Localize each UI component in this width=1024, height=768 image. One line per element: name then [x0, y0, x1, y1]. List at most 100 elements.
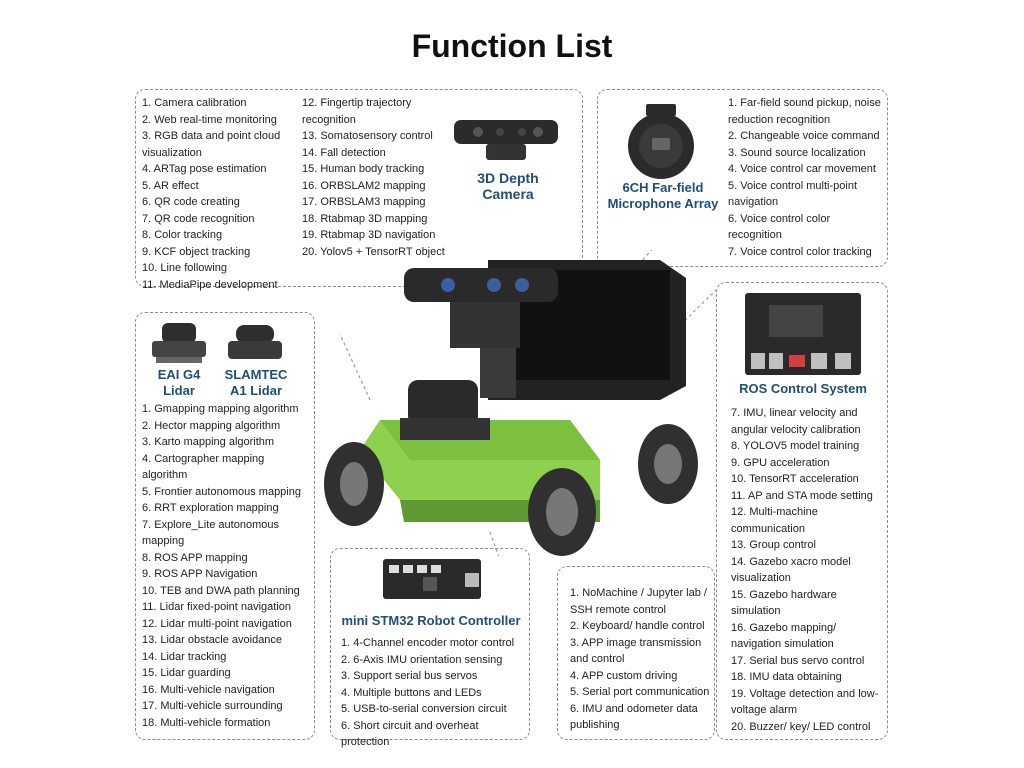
- list-item: 18. IMU data obtaining: [731, 671, 842, 683]
- camera-feature-list-col1: 1. Camera calibration 2. Web real-time mo…: [142, 95, 294, 293]
- stm32-feature-panel: mini STM32 Robot Controller 1. 4-Channel…: [330, 548, 530, 748]
- slamtec-caption-line1: SLAMTEC: [224, 367, 288, 382]
- list-item: 4. APP custom driving: [570, 669, 678, 682]
- list-item: 2. Keyboard/ handle control: [570, 620, 705, 632]
- list-item: 1. Camera calibration: [142, 97, 247, 109]
- list-item: 3. RGB data and point cloud visualizatio…: [142, 130, 281, 159]
- robot-car-illustration: [324, 250, 716, 556]
- list-item: 2. Changeable voice command: [728, 130, 880, 142]
- mic-caption-line1: 6CH Far-field: [622, 180, 704, 195]
- list-item: 12. Lidar multi-point navigation: [142, 617, 292, 630]
- page-title: Function List: [411, 28, 613, 64]
- stm32-caption: mini STM32 Robot Controller: [341, 613, 521, 628]
- list-item: 20. Buzzer/ key/ LED control: [731, 720, 871, 733]
- list-item: 4. ARTag pose estimation: [142, 163, 267, 175]
- camera-feature-panel: 1. Camera calibration 2. Web real-time mo…: [135, 89, 583, 291]
- list-item: 12. Fingertip trajectory recognition: [302, 97, 412, 126]
- ros-feature-list: 7. IMU, linear velocity and angular velo…: [731, 405, 887, 735]
- list-item: 18. Multi-vehicle formation: [142, 716, 271, 729]
- microphone-feature-list: 1. Far-field sound pickup, noise reducti…: [728, 95, 884, 260]
- camera-caption-line2: Camera: [482, 186, 534, 202]
- list-item: 1. NoMachine / Jupyter lab / SSH remote …: [570, 587, 707, 616]
- list-item: 6. Voice control color recognition: [728, 212, 831, 242]
- list-item: 10. TEB and DWA path planning: [142, 584, 300, 597]
- list-item: 7. Voice control color tracking: [728, 245, 872, 258]
- list-item: 19. Voltage detection and low-voltage al…: [731, 687, 879, 717]
- list-item: 2. 6-Axis IMU orientation sensing: [341, 653, 503, 666]
- list-item: 7. Explore_Lite autonomous mapping: [142, 518, 279, 548]
- eai-g4-lidar-icon: [152, 323, 206, 363]
- list-item: 15. Lidar guarding: [142, 667, 231, 679]
- stm32-board-icon: [383, 559, 481, 599]
- list-item: 11. Lidar fixed-point navigation: [142, 601, 292, 613]
- list-item: 19. Rtabmap 3D navigation: [302, 229, 436, 241]
- ros-caption: ROS Control System: [739, 381, 867, 396]
- list-item: 15. Gazebo hardware simulation: [731, 588, 837, 618]
- list-item: 5. AR effect: [142, 179, 199, 192]
- list-item: 5. Serial port communication: [570, 686, 710, 698]
- list-item: 20. Yolov5 + TensorRT object: [302, 245, 445, 258]
- list-item: 5. Voice control multi-point navigation: [728, 179, 858, 209]
- list-item: 14. Lidar tracking: [142, 650, 227, 663]
- list-item: 13. Group control: [731, 539, 816, 551]
- list-item: 7. IMU, linear velocity and angular velo…: [731, 407, 861, 436]
- microphone-feature-panel: 6CH Far-field Microphone Array 1. Far-fi…: [597, 89, 888, 267]
- list-item: 16. Multi-vehicle navigation: [142, 683, 275, 696]
- list-item: 13. Lidar obstacle avoidance: [142, 634, 283, 646]
- list-item: 10. TensorRT acceleration: [731, 473, 859, 485]
- jetson-board-icon: [745, 293, 861, 375]
- list-item: 14. Gazebo xacro model visualization: [731, 555, 851, 585]
- list-item: 15. Human body tracking: [302, 163, 425, 175]
- list-item: 9. KCF object tracking: [142, 245, 251, 258]
- microphone-array-icon: [628, 104, 694, 179]
- list-item: 8. ROS APP mapping: [142, 551, 248, 564]
- remote-control-panel: 1. NoMachine / Jupyter lab / SSH remote …: [557, 566, 715, 740]
- lidar-feature-panel: EAI G4 Lidar SLAMTEC A1 Lidar 1. Gmappin…: [135, 312, 315, 740]
- list-item: 1. Gmapping mapping algorithm: [142, 403, 299, 415]
- list-item: 4. Voice control car movement: [728, 163, 876, 175]
- list-item: 6. Short circuit and overheat protection: [341, 719, 479, 749]
- list-item: 16. ORBSLAM2 mapping: [302, 179, 426, 192]
- lidar-feature-list: 1. Gmapping mapping algorithm 2. Hector m…: [142, 401, 310, 731]
- list-item: 4. Cartographer mapping algorithm: [142, 452, 265, 482]
- list-item: 2. Web real-time monitoring: [142, 113, 277, 126]
- list-item: 13. Somatosensory control: [302, 130, 433, 142]
- list-item: 4. Multiple buttons and LEDs: [341, 686, 482, 699]
- list-item: 5. USB-to-serial conversion circuit: [341, 703, 507, 715]
- list-item: 8. YOLOV5 model training: [731, 440, 860, 452]
- list-item: 6. RRT exploration mapping: [142, 502, 279, 514]
- list-item: 17. Serial bus servo control: [731, 654, 865, 667]
- slamtec-caption-line2: A1 Lidar: [229, 383, 282, 398]
- list-item: 9. ROS APP Navigation: [142, 568, 258, 580]
- list-item: 12. Multi-machine communication: [731, 506, 818, 535]
- list-item: 14. Fall detection: [302, 146, 386, 159]
- list-item: 10. Line following: [142, 262, 228, 274]
- list-item: 16. Gazebo mapping/ navigation simulatio…: [731, 621, 837, 651]
- list-item: 8. Color tracking: [142, 229, 223, 241]
- list-item: 2. Hector mapping algorithm: [142, 419, 281, 432]
- ros-control-panel: ROS Control System 7. IMU, linear veloci…: [716, 282, 888, 740]
- stm32-feature-list: 1. 4-Channel encoder motor control 2. 6-A…: [341, 635, 529, 751]
- depth-camera-icon: [454, 120, 558, 160]
- list-item: 7. QR code recognition: [142, 212, 255, 225]
- eai-caption-line1: EAI G4: [157, 367, 201, 382]
- mic-caption-line2: Microphone Array: [607, 196, 719, 211]
- list-item: 11. AP and STA mode setting: [731, 489, 873, 502]
- list-item: 1. 4-Channel encoder motor control: [341, 637, 515, 649]
- list-item: 6. QR code creating: [142, 196, 240, 208]
- eai-caption-line2: Lidar: [163, 383, 195, 398]
- list-item: 18. Rtabmap 3D mapping: [302, 212, 428, 225]
- list-item: 9. GPU acceleration: [731, 456, 830, 469]
- camera-caption-line1: 3D Depth: [477, 170, 539, 186]
- slamtec-a1-lidar-icon: [228, 325, 282, 359]
- list-item: 17. Multi-vehicle surrounding: [142, 700, 283, 712]
- list-item: 17. ORBSLAM3 mapping: [302, 196, 426, 208]
- list-item: 3. Sound source localization: [728, 146, 866, 159]
- list-item: 3. Karto mapping algorithm: [142, 436, 275, 448]
- camera-feature-list-col2: 12. Fingertip trajectory recognition 13. …: [302, 95, 452, 260]
- list-item: 3. APP image transmission and control: [570, 636, 702, 666]
- list-item: 1. Far-field sound pickup, noise reducti…: [728, 97, 881, 126]
- list-item: 6. IMU and odometer data publishing: [570, 702, 698, 732]
- list-item: 3. Support serial bus servos: [341, 670, 478, 682]
- list-item: 5. Frontier autonomous mapping: [142, 485, 301, 498]
